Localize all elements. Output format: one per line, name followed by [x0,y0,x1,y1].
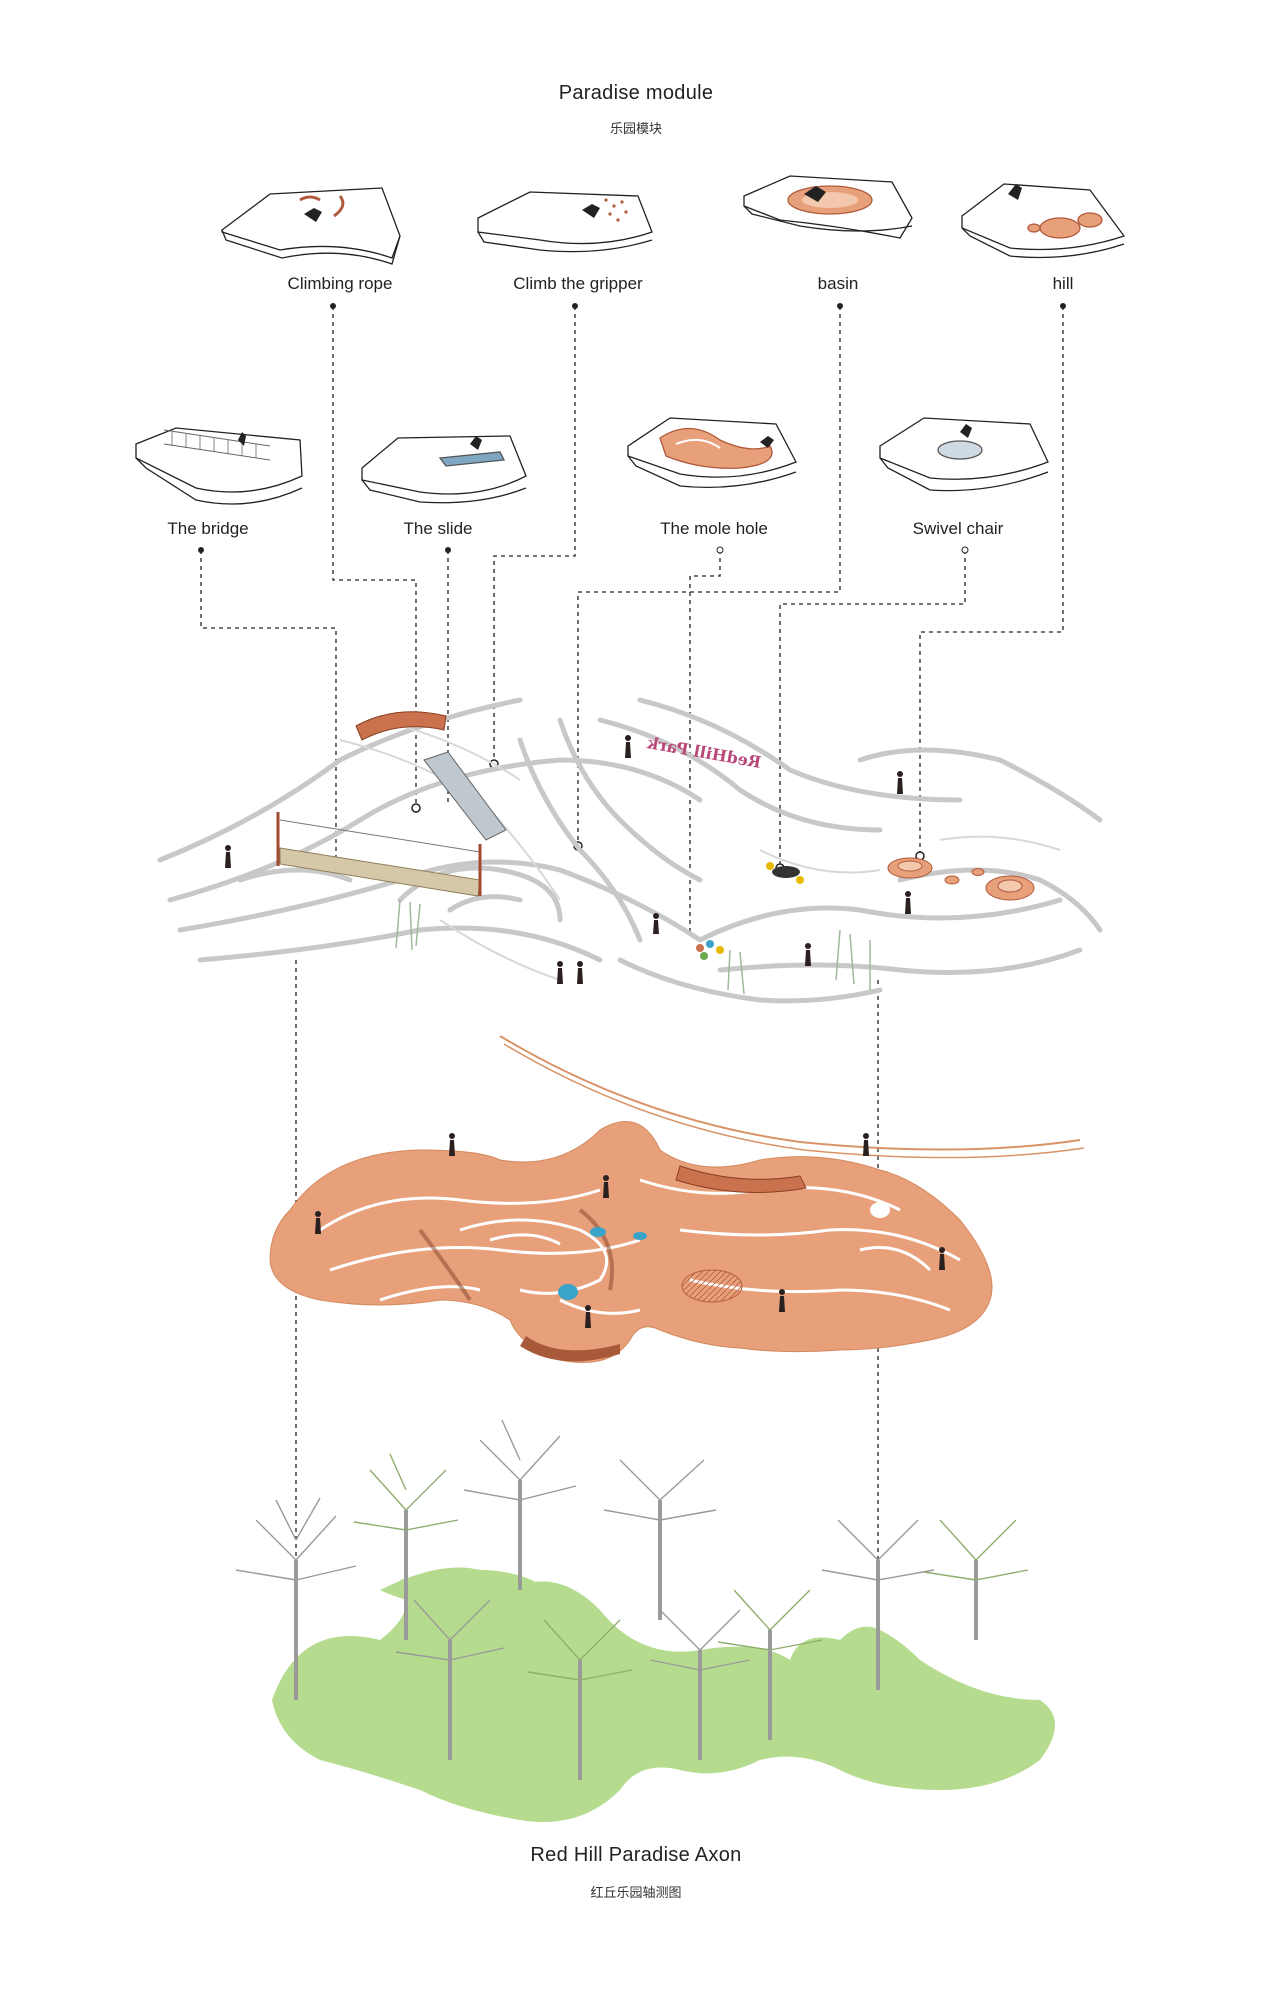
label-climbing-rope: Climbing rope [287,274,393,293]
red-ring-sculpture [355,711,447,741]
label-slide: The slide [403,519,473,538]
label-climb-gripper: Climb the gripper [513,274,643,293]
footer-subtitle: 红丘乐园轴测图 [590,1885,682,1900]
label-hill: hill [1052,274,1074,293]
cable-line-2 [503,1043,1085,1159]
leader-dots [198,303,1066,554]
ramp-walkway [675,1165,807,1193]
swivel-chair-element [766,862,804,884]
contour-layer [157,697,1103,1004]
people-middle [315,1133,945,1328]
ledge [520,1336,620,1362]
module-hill [961,183,1126,259]
leader-rings [331,759,925,873]
hill-mounds [887,857,1035,901]
module-mole-hole [627,417,797,488]
white-hole [870,1202,890,1218]
label-mole-hole: The mole hole [660,519,768,538]
slide-tube [423,751,507,841]
page-title: Paradise module [558,82,714,104]
label-basin: basin [817,274,859,293]
label-bridge: The bridge [167,519,249,538]
grass-strip [380,1567,550,1604]
tree-canopies [235,1419,1029,1681]
reeds [395,899,871,995]
module-slide [361,435,527,504]
module-swivel-chair [879,417,1049,492]
leader-lines [200,306,1064,1700]
label-swivel-chair: Swivel chair [912,519,1004,538]
cable-line [499,1035,1081,1151]
module-basin [743,175,913,239]
dark-ridges [418,1208,614,1302]
module-climb-gripper [477,191,653,253]
color-balls [696,940,724,960]
page-subtitle: 乐园模块 [609,121,662,136]
people-top [225,735,911,984]
footer-title: Red Hill Paradise Axon [530,1844,742,1866]
sand-pit [681,1269,743,1303]
module-climbing-rope [221,187,401,265]
grass-area [272,1571,1055,1822]
bridge-structure [276,812,482,897]
module-bridge [135,427,303,505]
water-pools [558,1227,647,1300]
